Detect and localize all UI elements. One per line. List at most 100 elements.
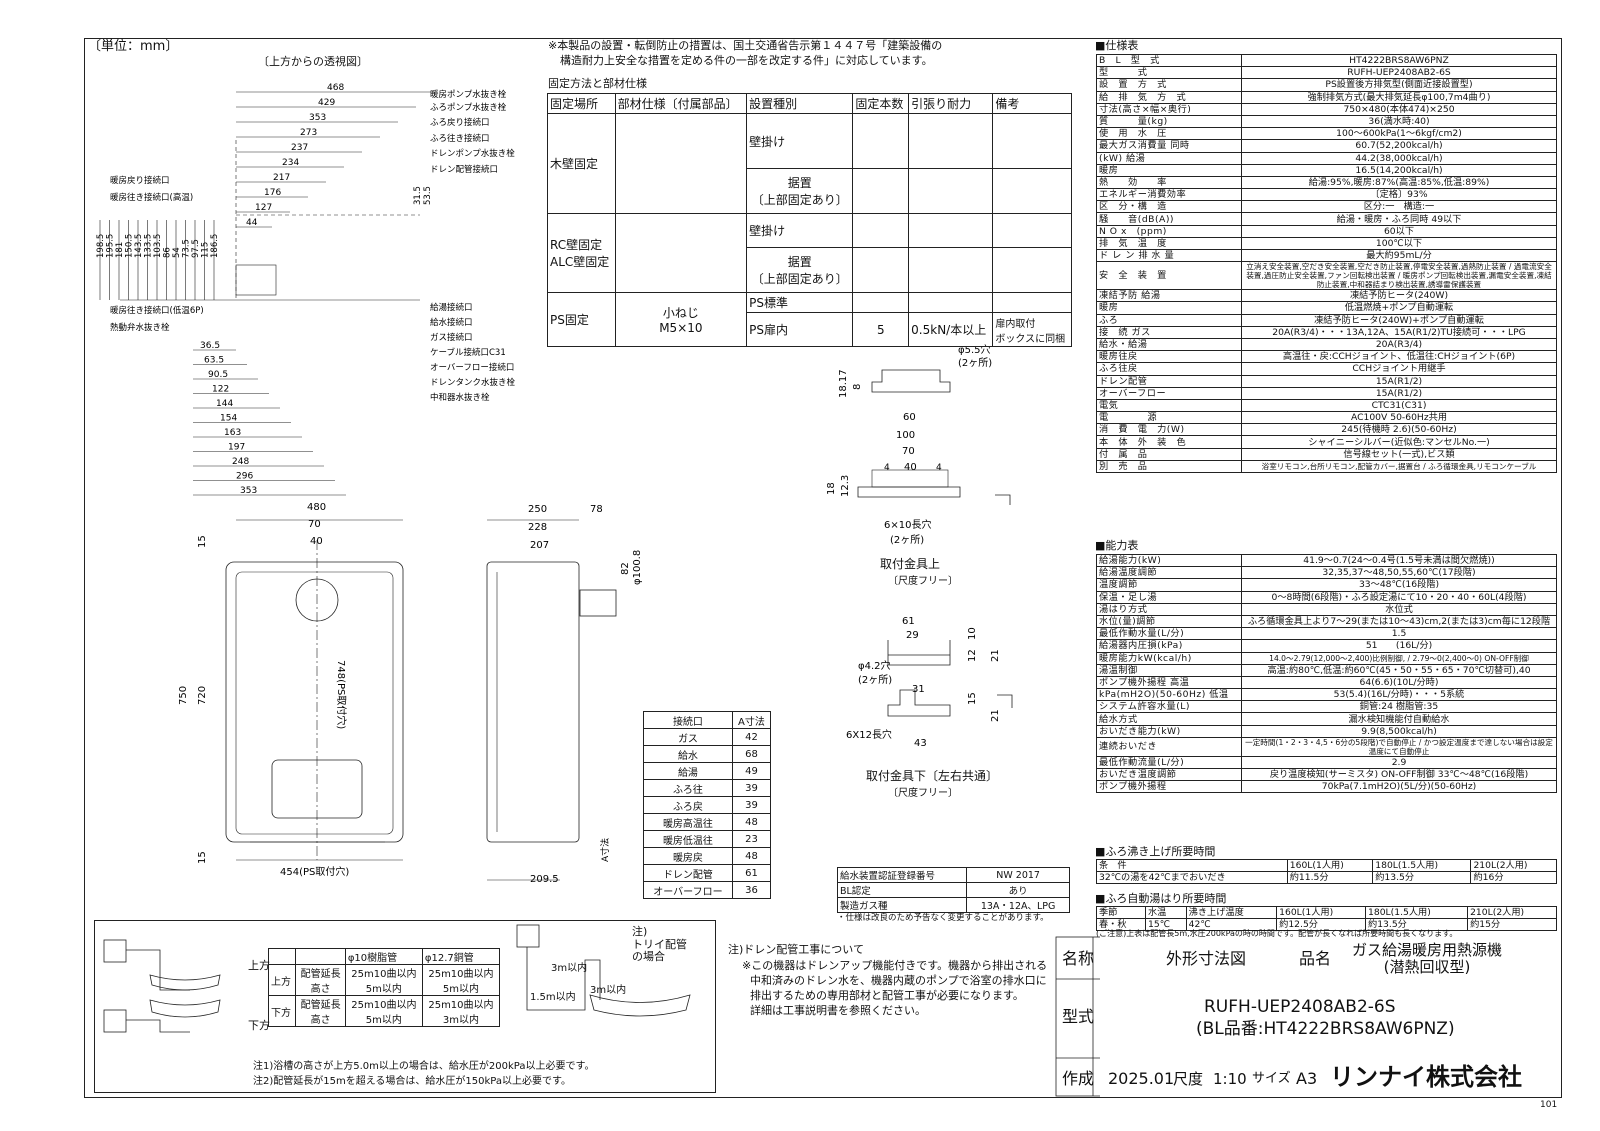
spec-value: 60.7(52,200kcal/h)	[1241, 139, 1557, 153]
fix-header: 部材仕様〔付属部品〕	[614, 93, 748, 114]
bracket-lower-title: 取付金具下〔左右共通〕	[866, 769, 999, 783]
h-label: 3m以内	[551, 963, 588, 974]
a-value: 49	[731, 762, 772, 780]
dim-text: 82	[620, 562, 631, 575]
spec-label: 給湯器内圧損(kPa)	[1096, 639, 1242, 653]
tb-name: 外形寸法図	[1166, 949, 1247, 968]
a-header: A寸法	[731, 711, 772, 729]
spec-label: 排 気 温 度	[1096, 236, 1242, 251]
a-port: 給湯	[643, 762, 733, 780]
spec-value: 64(6.6)(10L/分時)	[1241, 675, 1557, 690]
dim-text: 70	[902, 446, 915, 457]
spec-label: ドレン配管	[1096, 374, 1242, 388]
dim-text: 29	[906, 630, 919, 641]
dim-text: 6×10長穴	[884, 518, 931, 531]
dim-text: 209.5	[530, 874, 559, 885]
spec-value: 750×480(本体474)×250	[1241, 102, 1557, 116]
spec-label: 水位(量)調節	[1096, 614, 1242, 629]
cert-value: 13A・12A、LPG	[966, 897, 1070, 913]
bath-title: ■ふろ沸き上げ所要時間	[1095, 845, 1216, 858]
dim-text: 217	[273, 173, 290, 183]
a-port: ふろ戻	[643, 796, 733, 814]
pipe-illustration	[103, 924, 691, 1033]
dim-text: 78	[590, 504, 603, 515]
dim-text: 12.3	[840, 475, 851, 497]
spec-value: 245(待機時 2.6)(50-60Hz)	[1241, 423, 1557, 437]
pipe-header: φ10樹脂管	[344, 948, 423, 965]
dim-text: 133.5	[144, 234, 154, 258]
dim-text: 353	[240, 486, 257, 496]
dim-text: 429	[318, 98, 335, 108]
spec-label: 凍結予防 給湯	[1096, 289, 1242, 303]
spec-label: B L 型 式	[1096, 53, 1242, 68]
fix-header: 備考	[992, 93, 1072, 114]
spec-label: (kW) 給湯	[1096, 151, 1242, 165]
dim-text: (2ヶ所)	[958, 357, 992, 369]
spec-label: システム許容水量(L)	[1096, 700, 1242, 714]
spec-label: ふろ	[1096, 313, 1242, 327]
spec-label: 最大ガス消費量 同時	[1096, 139, 1242, 153]
spec-value: ふろ循環金具上より7〜29(または10〜43)cm,2(または3)cm毎に12段…	[1241, 614, 1557, 629]
dim-text: 103.5	[153, 234, 163, 258]
a-port: 暖房低温往	[643, 830, 733, 848]
bracket-lower	[887, 640, 1013, 717]
dim-text: 18.17	[838, 369, 849, 398]
a-port: ガス	[643, 728, 733, 746]
a-value: 36	[731, 881, 772, 899]
dim-text: 40	[310, 536, 323, 547]
gutter-note: 注) トリイ配管 の場合	[632, 925, 687, 964]
dim-text: 6X12長穴	[846, 728, 892, 741]
h-label: 1.5m以内	[530, 992, 576, 1003]
spec-label: 暖房	[1096, 163, 1242, 177]
spec-value: 100〜600kPa(1〜6kgf/cm2)	[1241, 127, 1557, 141]
dim-text: 15	[967, 692, 978, 705]
spec-label: 連続おいだき	[1096, 736, 1242, 757]
label-right: ふろポンプ水抜き栓	[430, 102, 507, 113]
bracket-upper-title: 取付金具上	[880, 557, 941, 571]
dim-text: (2ヶ所)	[858, 674, 892, 686]
tb-scale-label: 尺度	[1173, 1070, 1204, 1088]
spec-label: kPa(mH2O)(50-60Hz) 低温	[1096, 688, 1242, 702]
cert-note: ・仕様は改良のため予告なく変更することがあります。	[837, 913, 1049, 923]
spec-value: 32,35,37〜48,50,55,60℃(17段階)	[1241, 566, 1557, 580]
spec-label: 質 量(kg)	[1096, 114, 1242, 129]
dim-text: 44	[246, 218, 258, 228]
dim-text: φ100.8	[632, 550, 643, 585]
spec-value: 水位式	[1241, 602, 1557, 616]
tb-model: RUFH-UEP2408AB2-6S	[1204, 997, 1396, 1017]
note-line2: 構造耐力上安全な措置を定める件の一部を改定する件」に対応しています。	[560, 54, 933, 67]
tb-name-label: 名称	[1062, 949, 1095, 968]
tb-product: ガス給湯暖房用熱源機 (潜熱回収型)	[1352, 941, 1503, 977]
dim-text: 53.5	[423, 186, 433, 205]
capacity-table: 給湯能力(kW)41.9〜0.7(24〜0.4号(1.5号未満は間欠燃焼))給湯…	[1096, 553, 1557, 794]
fix-count: 5	[852, 312, 910, 347]
a-value: 39	[731, 779, 772, 797]
dim-text: 353	[309, 113, 326, 123]
spec-value: 漏水検知機能付自動給水	[1241, 712, 1557, 726]
spec-value: 9.9(8,500kcal/h)	[1241, 724, 1557, 738]
drain-line: ※この機器はドレンアップ機能付きです。機器から排出される	[742, 959, 1048, 972]
side-down: 下方	[248, 1019, 270, 1032]
dim-text: 228	[528, 522, 547, 533]
dim-text: 60	[903, 412, 916, 423]
fix-table: 固定場所 部材仕様〔付属部品〕 設置種別 固定本数 引張り耐力 備考 木壁固定 …	[547, 93, 1072, 347]
spec-label: 区 分・構 造	[1096, 200, 1242, 214]
pipe-header: φ12.7銅管	[421, 948, 501, 965]
dim-text: 115	[201, 242, 211, 258]
pipe-side: 上方	[267, 964, 297, 996]
spec-value: 41.9〜0.7(24〜0.4号(1.5号未満は間欠燃焼))	[1241, 553, 1557, 568]
dim-text: 720	[197, 686, 208, 705]
dim-text: 61	[902, 616, 915, 627]
autofill-note: (ご注意)上表は配管長5m,水圧200kPaの時の時間です。配管が長くなれば所要…	[1096, 929, 1458, 938]
dim-text: φ4.2穴	[858, 659, 891, 672]
label-right: ガス接続口	[430, 332, 473, 343]
dim-text: A寸法	[599, 838, 611, 862]
tb-scale: 1:10	[1213, 1070, 1247, 1088]
page-number: 101	[1540, 1100, 1558, 1110]
drain-line: 詳細は工事説明書を参照ください。	[750, 1004, 926, 1017]
dim-text: (2ヶ所)	[890, 534, 924, 546]
fix-header: 引張り耐力	[908, 93, 994, 114]
